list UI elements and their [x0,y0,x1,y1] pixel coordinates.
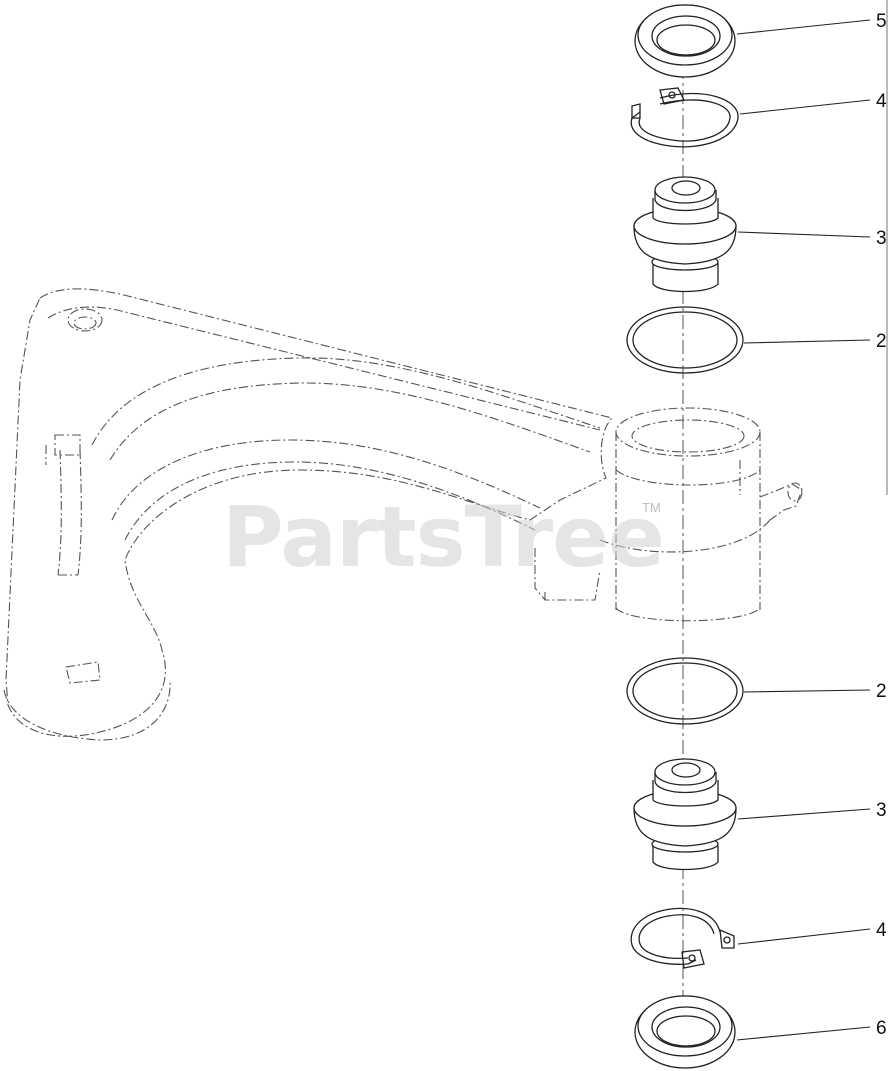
leader-retaining-ring-top [739,99,871,115]
leader-lines [736,19,871,1041]
callout-o-ring-top: 2 [876,331,887,352]
caster-arm-phantom [3,288,803,741]
bearing-bottom-part [633,758,737,871]
partstree-watermark: PartsTree [222,488,664,586]
o-ring-bottom-part [626,657,744,725]
seal-top-part [634,4,736,78]
callout-bearing-bottom: 3 [876,800,887,821]
retaining-ring-top-part [630,87,739,148]
seal-bottom-part [634,995,736,1069]
leader-seal-bottom [736,1026,871,1041]
callout-bearing-top: 3 [876,228,887,249]
callout-seal-bottom: 6 [876,1018,887,1039]
leader-o-ring-top [743,339,871,344]
leader-seal-top [736,19,871,35]
callout-seal-top: 5 [876,11,887,32]
leader-retaining-ring-bottom [737,928,871,945]
leader-o-ring-bottom [743,689,871,693]
o-ring-top-part [626,306,744,374]
bearing-top-part [633,176,737,293]
callout-o-ring-bottom: 2 [876,681,887,702]
watermark-trademark: TM [642,500,661,515]
leader-bearing-top [737,231,871,238]
retaining-ring-bottom-part [630,907,735,969]
callout-retaining-ring-bottom: 4 [876,920,887,941]
callout-retaining-ring-top: 4 [876,91,887,112]
leader-bearing-bottom [737,808,871,820]
